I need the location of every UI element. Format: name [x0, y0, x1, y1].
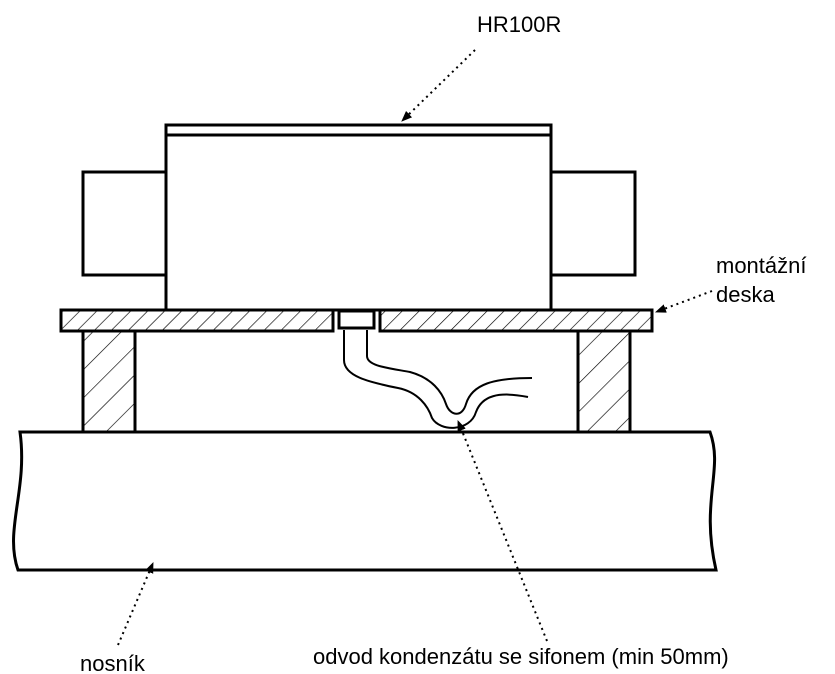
- leader-beam: [117, 561, 154, 646]
- mounting-plate-right: [378, 308, 654, 333]
- unit-connection-right: [548, 170, 637, 277]
- leader-plate: [654, 290, 713, 313]
- support-post-left: [81, 329, 137, 434]
- drain-fitting: [337, 309, 376, 330]
- label-beam: nosník: [80, 651, 146, 674]
- label-plate-line2: deska: [716, 282, 775, 307]
- siphon-tube: [343, 330, 529, 429]
- label-plate-line1: montážní: [716, 253, 807, 278]
- label-unit: HR100R: [477, 12, 561, 37]
- unit-connection-left: [81, 170, 170, 277]
- unit-body: [164, 123, 553, 312]
- support-post-right: [576, 329, 632, 434]
- leader-unit: [401, 49, 476, 122]
- siphon-tube-inner: [366, 330, 533, 415]
- label-drain: odvod kondenzátu se sifonem (min 50mm): [313, 644, 729, 669]
- beam: [12, 430, 718, 572]
- mounting-plate-left: [59, 308, 335, 333]
